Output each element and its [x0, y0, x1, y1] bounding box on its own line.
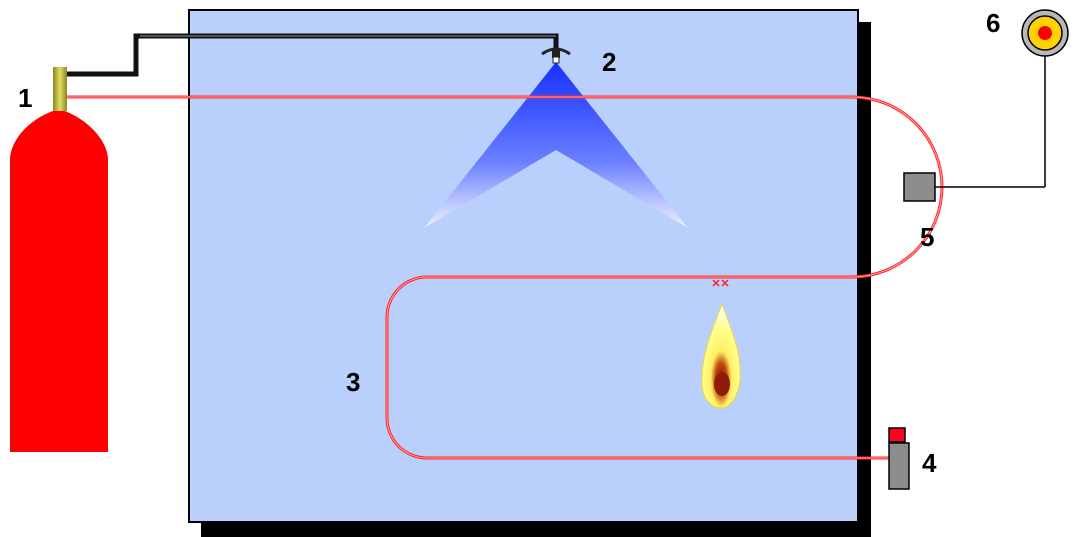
- flame-icon: [701, 302, 741, 409]
- label-cylinder: 1: [18, 83, 32, 113]
- label-end-unit: 4: [922, 448, 937, 478]
- label-pressure-switch: 5: [920, 222, 934, 252]
- end-unit-cap: [888, 427, 906, 443]
- label-tube: 3: [346, 367, 360, 397]
- pressure-switch: [903, 172, 936, 202]
- alarm-icon: [1021, 9, 1069, 57]
- nozzle-icon: [541, 47, 571, 64]
- label-nozzle: 2: [602, 47, 616, 77]
- discharge-pipe: [66, 33, 559, 77]
- end-unit: [888, 442, 910, 490]
- cylinder-valve: [53, 67, 67, 111]
- label-alarm: 6: [986, 8, 1000, 38]
- tube-burst-mark: [712, 279, 729, 287]
- gas-cylinder: [10, 110, 108, 452]
- room: [188, 9, 859, 523]
- extinguishing-spray: [424, 62, 688, 228]
